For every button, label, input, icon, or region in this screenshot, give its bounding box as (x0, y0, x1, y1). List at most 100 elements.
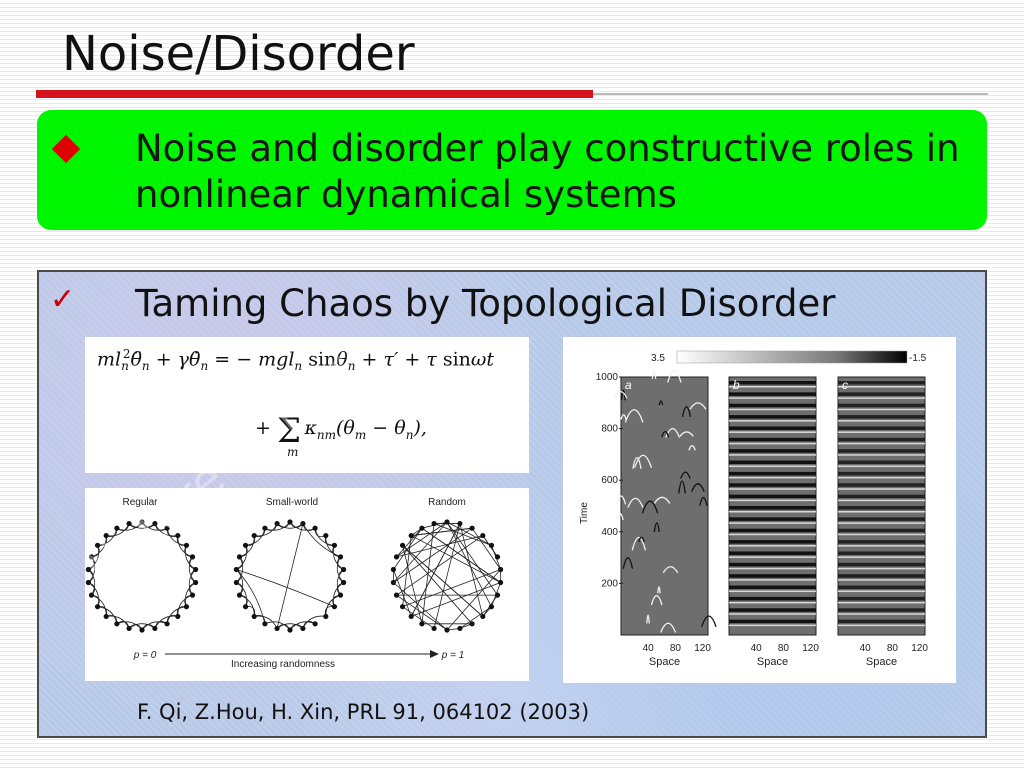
colorbar-min-label: -1.5 (909, 353, 927, 364)
stripe-dark (838, 540, 925, 544)
network-node (341, 566, 347, 573)
network-node (189, 592, 196, 598)
stripe-dark (729, 437, 816, 442)
stripe-light (838, 613, 925, 615)
network-node (393, 554, 400, 560)
chaotic-pattern-stroke (650, 595, 663, 606)
stripe-dark (838, 562, 925, 567)
network-node (164, 621, 170, 627)
stripe-light (838, 442, 925, 445)
stripe-light (838, 567, 925, 570)
network-node (126, 520, 132, 527)
stripe-dark (838, 528, 925, 533)
x-tick-label: 120 (911, 643, 928, 654)
network-node (419, 621, 425, 627)
stripe-light (729, 624, 816, 627)
chaotic-pattern-stroke (622, 557, 634, 569)
network-node (164, 525, 170, 531)
ring-small-world (233, 519, 347, 633)
chaotic-pattern-stroke (699, 496, 708, 506)
network-edge (402, 545, 423, 624)
network-node (469, 525, 475, 531)
network-node (175, 613, 181, 620)
stripe-light (729, 511, 816, 513)
y-axis-label: Time (579, 502, 590, 524)
network-node (139, 519, 145, 525)
network-node (390, 579, 396, 586)
stripe-dark (838, 596, 925, 601)
network-node (488, 542, 495, 548)
network-node (312, 525, 318, 531)
network-node (444, 519, 450, 525)
stripe-dark (729, 585, 816, 590)
stripe-light (729, 533, 816, 536)
network-node (262, 525, 268, 531)
network-node (233, 579, 239, 586)
network-edge (421, 523, 435, 624)
chaotic-pattern-stroke (689, 402, 707, 410)
stripe-dark (729, 460, 816, 465)
citation: F. Qi, Z.Hou, H. Xin, PRL 91, 064102 (20… (137, 700, 590, 724)
network-node (193, 579, 199, 586)
stripe-dark (838, 494, 925, 499)
x-tick-label: 120 (694, 643, 711, 654)
stripe-light (838, 397, 925, 399)
network-node (114, 525, 120, 531)
y-tick-label: 400 (601, 527, 618, 538)
stripe-light (729, 567, 816, 570)
chaotic-pattern-stroke (616, 495, 627, 505)
arrow-caption: Increasing randomness (231, 659, 335, 670)
network-node (498, 579, 504, 586)
stripe-light (838, 386, 925, 388)
stripe-dark (729, 506, 816, 510)
network-edge (446, 569, 501, 631)
chaotic-pattern-stroke (662, 566, 679, 574)
network-edge (410, 523, 461, 617)
network-node (498, 566, 504, 573)
stripe-light (729, 431, 816, 433)
stripe-light (729, 545, 816, 547)
stripe-light (838, 454, 925, 456)
main-bullet-box (37, 110, 987, 230)
network-node (126, 625, 132, 632)
network-node (323, 613, 329, 620)
network-edge (411, 527, 473, 536)
stripe-dark (729, 403, 816, 408)
network-node (408, 532, 414, 539)
network-node (323, 532, 329, 539)
network-node (399, 604, 406, 610)
stripe-dark (729, 449, 816, 453)
x-tick-label: 80 (670, 643, 682, 654)
network-node (88, 592, 95, 598)
network-edge (433, 523, 492, 546)
network-node (390, 566, 396, 573)
chaotic-pattern-stroke (661, 430, 670, 438)
stripe-light (729, 397, 816, 399)
spacetime-panel-b: b (728, 376, 817, 636)
stripe-dark (838, 392, 925, 396)
network-edge (396, 521, 448, 558)
panel-label-a: a (625, 378, 632, 392)
network-edge (471, 527, 501, 570)
stripe-dark (729, 426, 816, 430)
stripe-light (729, 499, 816, 502)
ring-random (390, 519, 504, 633)
stripe-light (838, 545, 925, 547)
chaotic-pattern-stroke (653, 522, 660, 532)
y-tick-label: 800 (601, 424, 618, 435)
network-node (85, 566, 91, 573)
stripe-dark (838, 551, 925, 555)
network-edge (402, 545, 484, 617)
chaotic-pattern-stroke (688, 445, 696, 451)
network-node (488, 604, 495, 610)
y-tick-label: 1000 (596, 372, 619, 383)
stripe-dark (729, 574, 816, 578)
panel-label-c: c (842, 378, 848, 392)
main-bullet-text: Noise and disorder play constructive rol… (135, 127, 960, 216)
network-edge (393, 569, 412, 617)
x-tick-label: 40 (860, 643, 872, 654)
p-left-label: p = 0 (133, 650, 157, 661)
stripe-dark (838, 426, 925, 430)
stripe-light (729, 420, 816, 422)
